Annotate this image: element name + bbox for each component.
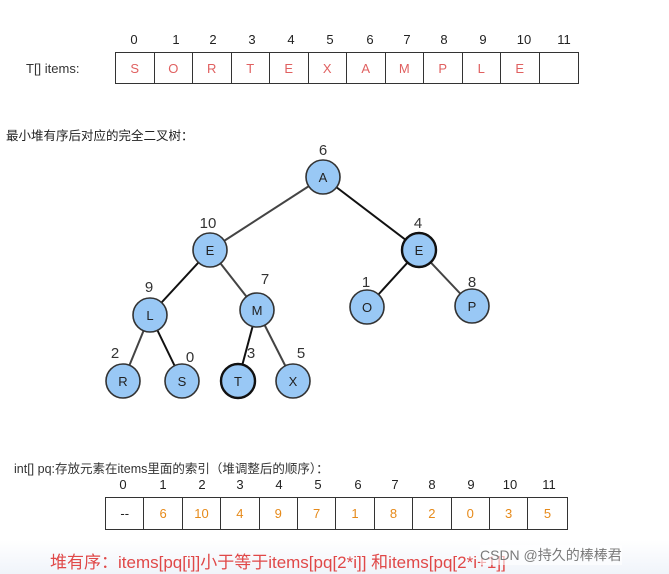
- tree-node: [305, 159, 341, 195]
- tree-node-letters: A E E L M O P R S T X: [118, 170, 476, 389]
- node-index: 0: [186, 349, 194, 366]
- pq-index: 6: [354, 477, 362, 492]
- node-letter: L: [146, 308, 153, 323]
- items-index: 6: [366, 32, 374, 47]
- items-cell: L: [463, 53, 501, 83]
- pq-index: 1: [159, 477, 167, 492]
- node-index: 8: [468, 274, 476, 291]
- pq-index: 8: [428, 477, 436, 492]
- node-index: 10: [200, 215, 217, 232]
- node-letter: P: [468, 299, 477, 314]
- pq-index: 3: [236, 477, 244, 492]
- tree-node: [219, 362, 257, 400]
- items-cell: T: [232, 53, 270, 83]
- node-letter: A: [319, 170, 328, 185]
- node-letter: O: [362, 300, 372, 315]
- items-index: 0: [130, 32, 138, 47]
- pq-cell: 7: [298, 498, 337, 529]
- tree-node: [349, 289, 385, 325]
- tree-nodes: [105, 159, 490, 400]
- pq-cell: 3: [490, 498, 529, 529]
- node-index: 1: [362, 274, 370, 291]
- pq-index: 4: [275, 477, 283, 492]
- tree-node: [239, 292, 275, 328]
- items-index: 7: [403, 32, 411, 47]
- items-label: T[] items:: [26, 61, 80, 76]
- node-index: 5: [297, 345, 305, 362]
- pq-cell: 0: [452, 498, 490, 529]
- node-index: 7: [261, 271, 269, 288]
- items-index: 8: [440, 32, 448, 47]
- pq-index: 2: [198, 477, 206, 492]
- items-cell: X: [309, 53, 347, 83]
- heap-heading: 最小堆有序后对应的完全二叉树：: [6, 129, 194, 143]
- items-cell: S: [116, 53, 155, 83]
- items-cell: E: [270, 53, 309, 83]
- tree-node-indices: 6 10 4 9 7 1 8 2 0 3 5: [111, 142, 476, 366]
- tree-node: [132, 297, 168, 333]
- tree-node: [275, 363, 311, 399]
- items-cell: E: [501, 53, 540, 83]
- node-letter: E: [206, 243, 215, 258]
- tree-node: [192, 232, 228, 268]
- items-index: 1: [172, 32, 180, 47]
- node-index: 3: [247, 345, 255, 362]
- pq-cell: 10: [183, 498, 222, 529]
- tree-node: [164, 363, 200, 399]
- items-index: 11: [557, 32, 571, 47]
- items-cell: P: [424, 53, 463, 83]
- node-letter: T: [234, 374, 242, 389]
- pq-label: int[] pq:存放元素在items里面的索引（堆调整后的顺序）：: [14, 462, 329, 476]
- tree-edge: [322, 176, 420, 251]
- node-index: 6: [319, 142, 327, 159]
- node-index: 4: [414, 215, 422, 232]
- items-index: 2: [209, 32, 217, 47]
- binary-tree: A E E L M O P R S T X 6 10 4 9 7 1 8 2 0…: [105, 142, 490, 400]
- items-index: 3: [248, 32, 256, 47]
- pq-index: 11: [542, 477, 556, 492]
- pq-index: 0: [119, 477, 127, 492]
- node-letter: R: [118, 374, 127, 389]
- csdn-watermark: CSDN @持久的棒棒君: [480, 545, 622, 565]
- pq-index: 9: [467, 477, 475, 492]
- pq-array: -- 6 10 4 9 7 1 8 2 0 3 5: [105, 497, 568, 530]
- node-index: 2: [111, 345, 119, 362]
- items-index: 4: [287, 32, 295, 47]
- node-index: 9: [145, 279, 153, 296]
- tree-node: [454, 288, 490, 324]
- pq-index: 5: [314, 477, 322, 492]
- pq-cell: 6: [144, 498, 183, 529]
- node-letter: S: [178, 374, 187, 389]
- items-index: 9: [479, 32, 487, 47]
- pq-index: 7: [391, 477, 399, 492]
- tree-edge: [209, 176, 324, 251]
- node-letter: E: [415, 243, 424, 258]
- items-cell: O: [155, 53, 193, 83]
- tree-node: [105, 363, 141, 399]
- items-index: 10: [516, 32, 532, 47]
- heap-rule-caption: 堆有序：items[pq[i]]小于等于items[pq[2*i]] 和item…: [50, 553, 506, 572]
- pq-cell: 9: [260, 498, 298, 529]
- pq-cell: 5: [543, 506, 552, 521]
- items-cell: R: [193, 53, 232, 83]
- pq-cell: 1: [336, 498, 375, 529]
- pq-index: 10: [502, 477, 518, 492]
- items-cell: A: [347, 53, 386, 83]
- tree-node: [400, 231, 438, 269]
- items-cell: M: [386, 53, 424, 83]
- pq-cell: 2: [413, 498, 452, 529]
- items-array: S O R T E X A M P L E: [115, 52, 579, 84]
- pq-cell: 8: [375, 498, 414, 529]
- pq-cell: 4: [221, 498, 260, 529]
- items-index: 5: [326, 32, 334, 47]
- node-letter: X: [289, 374, 298, 389]
- node-letter: M: [252, 303, 263, 318]
- pq-cell: --: [106, 498, 145, 529]
